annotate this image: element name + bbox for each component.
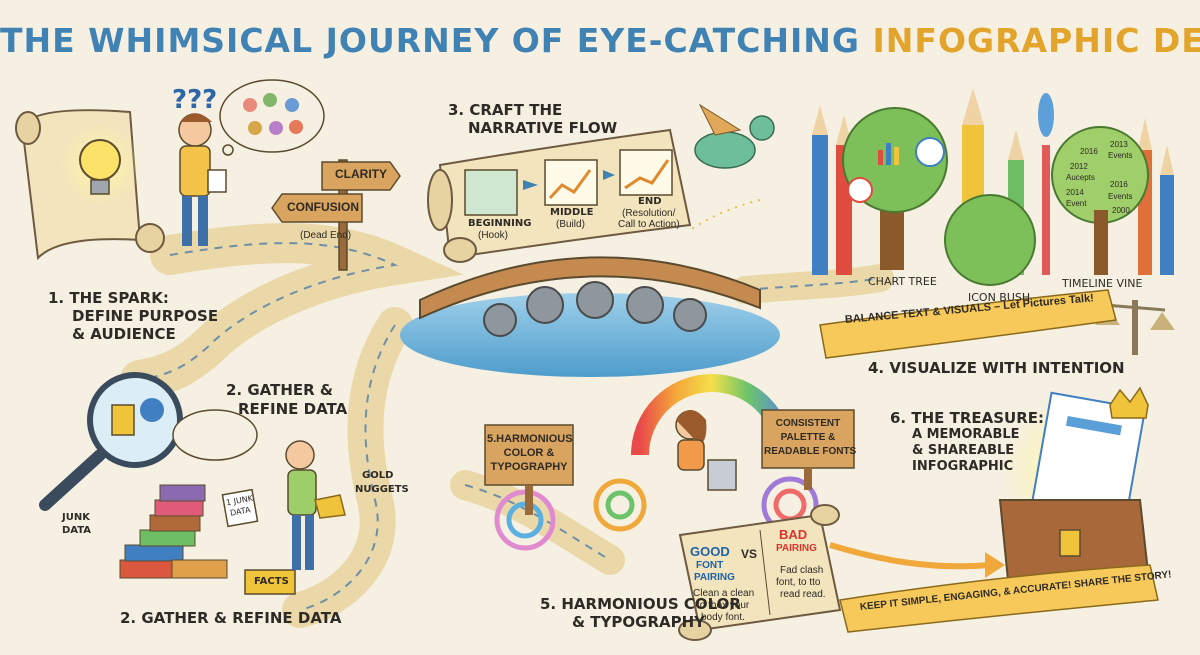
timeline-label-3: Events (1108, 151, 1133, 160)
pairing-good-note-1: Clean a clean (693, 588, 755, 599)
pairing-good-sub-1: FONT (696, 560, 724, 571)
magnifier-data (39, 372, 258, 511)
pencil-forest (812, 88, 1174, 286)
page-title: THE WHIMSICAL JOURNEY OF EYE-CATCHING IN… (0, 22, 1200, 60)
step6-sub-1: A MEMORABLE (912, 427, 1020, 442)
icon-bush-label: ICON BUSH (968, 291, 1031, 304)
step2-bottom-heading: 2. GATHER & REFINE DATA (120, 609, 342, 627)
pairing-vs: VS (741, 547, 758, 561)
chart-tree-label: CHART TREE (868, 275, 937, 288)
narrative-beginning-sub: (Hook) (478, 230, 509, 241)
title-part-2: INFOGRAPHIC DESIGN (872, 21, 1200, 60)
step5-heading: 5. HARMONIOUS COLOR (540, 595, 741, 613)
junk-data-label-1: JUNK (62, 512, 90, 523)
narrative-middle: MIDDLE (550, 207, 594, 218)
timeline-label-8: Event (1066, 199, 1087, 208)
timeline-label-1: 2016 (1080, 147, 1098, 156)
timeline-label-7: 2016 (1110, 180, 1128, 189)
pairing-bad-note-2: font, to tto (776, 577, 821, 588)
step2-heading: 2. GATHER & (226, 381, 333, 399)
timeline-label-5: Aucepts (1066, 173, 1095, 182)
wooden-signs (484, 409, 855, 515)
timeline-vine-label: TIMELINE VINE (1062, 277, 1143, 290)
font-pairing-scroll (678, 504, 842, 641)
step6-heading: 6. THE TREASURE: (890, 409, 1045, 427)
thinking-person: ??? (172, 79, 325, 246)
banners (819, 289, 1159, 633)
step1-heading: 1. THE SPARK: (48, 289, 169, 307)
facts-label: FACTS (254, 576, 289, 587)
step1-sub-1: DEFINE PURPOSE (72, 307, 219, 325)
narrative-scroll (427, 128, 692, 263)
signpost (271, 159, 401, 271)
gold-label-1: GOLD (362, 470, 394, 481)
sign-harmonious-2: COLOR & (503, 447, 555, 459)
narrative-end-sub-1: (Resolution/ (622, 208, 676, 219)
pairing-good-note-2: to thox your (697, 600, 750, 611)
step3-sub: NARRATIVE FLOW (468, 119, 618, 137)
step5-sub: & TYPOGRAPHY (572, 613, 706, 631)
sign-harmonious-1: 5.HARMONIOUS (487, 433, 573, 445)
step1-sub-2: & AUDIENCE (72, 325, 176, 343)
gold-label-2: NUGGETS (355, 484, 409, 495)
svg-text:???: ??? (172, 85, 217, 115)
narrative-beginning: BEGINNING (468, 218, 532, 229)
step2-sub: REFINE DATA (238, 400, 348, 418)
sign-consistent-2: PALETTE & (780, 432, 836, 443)
gold-person (285, 440, 346, 570)
step4-heading: 4. VISUALIZE WITH INTENTION (868, 359, 1125, 377)
book-pile (119, 484, 296, 595)
narrative-middle-sub: (Build) (556, 219, 585, 230)
sign-clarity: CLARITY (335, 167, 387, 181)
timeline-label-10: 2000 (1112, 206, 1130, 215)
pairing-bad-note-3: read read. (780, 589, 826, 600)
narrative-end-sub-2: Call to Action) (618, 219, 680, 230)
narrative-end: END (638, 196, 662, 207)
timeline-label-2: 2013 (1110, 140, 1128, 149)
timeline-label-4: 2012 (1070, 162, 1088, 171)
title-part-1: THE WHIMSICAL JOURNEY OF EYE-CATCHING (0, 21, 860, 60)
pairing-good-sub-2: PAIRING (694, 572, 735, 583)
pairing-bad: BAD (779, 527, 808, 542)
timeline-label-6: 2014 (1066, 188, 1084, 197)
pairing-bad-sub: PAIRING (776, 543, 817, 554)
dragon (689, 103, 775, 231)
junk-data-label-2: DATA (62, 525, 92, 536)
sign-dead-end: (Dead End) (300, 230, 352, 241)
pairing-bad-note-1: Fad clash (780, 565, 824, 576)
sign-consistent-3: READABLE FONTS (764, 446, 857, 457)
step6-sub-2: & SHAREABLE (912, 443, 1015, 458)
painter-girl (675, 410, 737, 491)
sign-harmonious-3: TYPOGRAPHY (490, 461, 568, 473)
step3-heading: 3. CRAFT THE (448, 101, 563, 119)
timeline-label-9: Events (1108, 192, 1133, 201)
spark-scroll (15, 109, 165, 261)
pairing-good: GOOD (690, 544, 730, 559)
pairing-good-note-3: body font. (701, 612, 745, 623)
step6-sub-3: INFOGRAPHIC (912, 459, 1014, 474)
bridge-river (400, 256, 780, 377)
sign-confusion: CONFUSION (287, 200, 359, 214)
sign-consistent-1: CONSISTENT (775, 418, 841, 429)
